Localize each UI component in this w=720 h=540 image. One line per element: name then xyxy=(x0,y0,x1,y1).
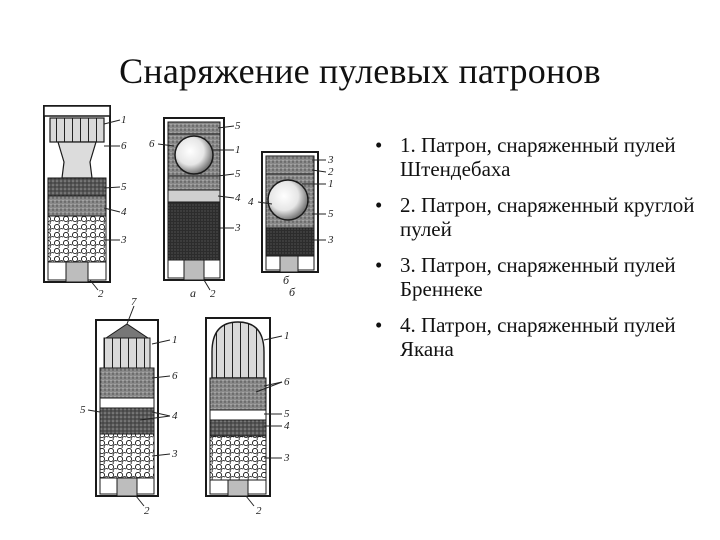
bullet-text: 4. Патрон, снаряженный пулей Якана xyxy=(400,313,676,361)
label-c4-5: 4 xyxy=(172,410,178,422)
label-c1-4: 4 xyxy=(121,206,127,218)
bullet-marker: • xyxy=(375,313,383,337)
label-c4-6: 3 xyxy=(171,448,178,460)
label-c4-2: 1 xyxy=(172,334,178,346)
label-c5-3: 5 xyxy=(284,408,290,420)
label-c2-4: 5 xyxy=(235,168,241,180)
label-c5-1: 1 xyxy=(284,330,290,342)
bullet-text: 3. Патрон, снаряженный пулей Бреннеке xyxy=(400,253,676,301)
bullet-item: • 2. Патрон, снаряженный круглой пулей xyxy=(372,193,702,241)
cartridge-diagrams: 1 6 5 4 3 2 5 1 6 5 4 3 a 2 xyxy=(43,105,334,517)
slide-title: Снаряжение пулевых патронов xyxy=(119,51,601,91)
label-c5-6: 2 xyxy=(256,505,262,517)
label-c4-7: 2 xyxy=(144,505,150,517)
label-c5-2: 6 xyxy=(284,376,290,388)
bullet-text: 1. Патрон, снаряженный пулей Штендебаха xyxy=(400,133,676,181)
label-c5-4: 4 xyxy=(284,420,290,432)
label-c3-5: 5 xyxy=(328,208,334,220)
label-c4-4: 5 xyxy=(80,404,86,416)
label-c2-8: 2 xyxy=(210,288,216,300)
cartridge-3: 3 2 1 4 5 3 б б xyxy=(248,151,334,299)
label-c3-6: 3 xyxy=(327,234,334,246)
label-c3-1: 3 xyxy=(327,154,334,166)
cartridge-4: 7 1 6 5 4 3 2 xyxy=(80,296,178,517)
bullet-item: • 4. Патрон, снаряженный пулей Якана xyxy=(372,313,702,361)
label-c2-7: a xyxy=(190,286,196,300)
cartridge-1: 1 6 5 4 3 2 xyxy=(43,105,127,300)
label-c2-1: 5 xyxy=(235,120,241,132)
label-c1-6: 2 xyxy=(98,288,104,300)
bullet-item: • 1. Патрон, снаряженный пулей Штендебаха xyxy=(372,133,702,181)
label-c1-5: 3 xyxy=(120,234,127,246)
bullet-marker: • xyxy=(375,193,383,217)
label-c1-1: 1 xyxy=(121,114,127,126)
label-c3-2: 2 xyxy=(328,166,334,178)
bullet-marker: • xyxy=(375,253,383,277)
label-c4-3: 6 xyxy=(172,370,178,382)
label-c3-7: б xyxy=(283,273,290,287)
label-c1-2: 6 xyxy=(121,140,127,152)
bullet-marker: • xyxy=(375,133,383,157)
bullet-list: • 1. Патрон, снаряженный пулей Штендебаха… xyxy=(372,133,702,373)
label-c3-3: 1 xyxy=(328,178,334,190)
cartridge-5: 1 6 5 4 3 2 xyxy=(205,317,290,517)
bullet-item: • 3. Патрон, снаряженный пулей Бреннеке xyxy=(372,253,702,301)
label-c4-1: 7 xyxy=(131,296,137,308)
label-c2-6: 3 xyxy=(234,222,241,234)
label-c2-5: 4 xyxy=(235,192,241,204)
label-c2-2: 1 xyxy=(235,144,241,156)
label-c3-4: 4 xyxy=(248,196,254,208)
label-c2-3: 6 xyxy=(149,138,155,150)
cartridge-2: 5 1 6 5 4 3 a 2 xyxy=(149,117,241,300)
label-c5-5: 3 xyxy=(283,452,290,464)
label-c1-3: 5 xyxy=(121,181,127,193)
bullet-text: 2. Патрон, снаряженный круглой пулей xyxy=(400,193,695,241)
label-c3-8: б xyxy=(289,285,296,299)
